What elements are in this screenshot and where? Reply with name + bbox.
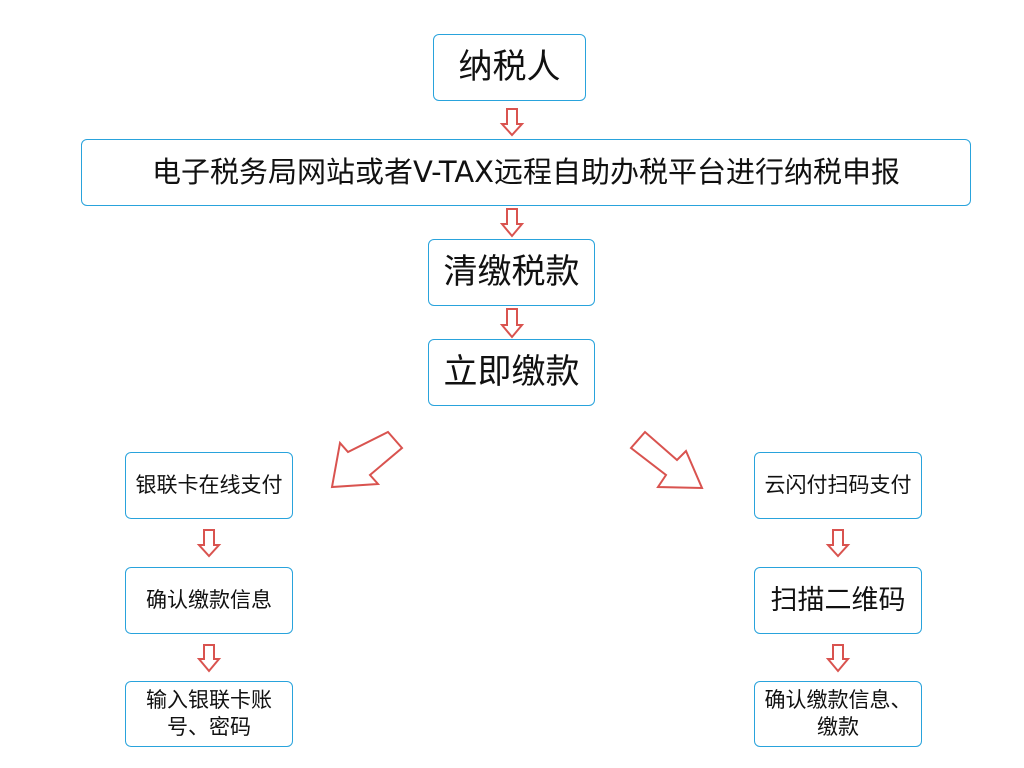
node-confirm-and-pay: 确认缴款信息、缴款: [754, 681, 922, 747]
down-arrow-left-2: [196, 644, 222, 673]
branch-arrow-right: [629, 430, 704, 490]
down-arrow-3: [499, 308, 525, 339]
node-pay-now: 立即缴款: [428, 339, 595, 406]
node-taxpayer: 纳税人: [433, 34, 586, 101]
node-enter-card-password: 输入银联卡账号、密码: [125, 681, 293, 747]
node-unionpay-online: 银联卡在线支付: [125, 452, 293, 519]
down-arrow-left-1: [196, 529, 222, 558]
node-declare: 电子税务局网站或者V-TAX远程自助办税平台进行纳税申报: [81, 139, 971, 206]
node-clear-tax: 清缴税款: [428, 239, 595, 306]
down-arrow-2: [499, 208, 525, 238]
down-arrow-right-1: [825, 529, 851, 558]
branch-arrow-left: [330, 430, 404, 489]
down-arrow-1: [499, 108, 525, 137]
down-arrow-right-2: [825, 644, 851, 673]
node-scan-qr: 扫描二维码: [754, 567, 922, 634]
node-cloud-quickpass: 云闪付扫码支付: [754, 452, 922, 519]
node-confirm-payment-info: 确认缴款信息: [125, 567, 293, 634]
